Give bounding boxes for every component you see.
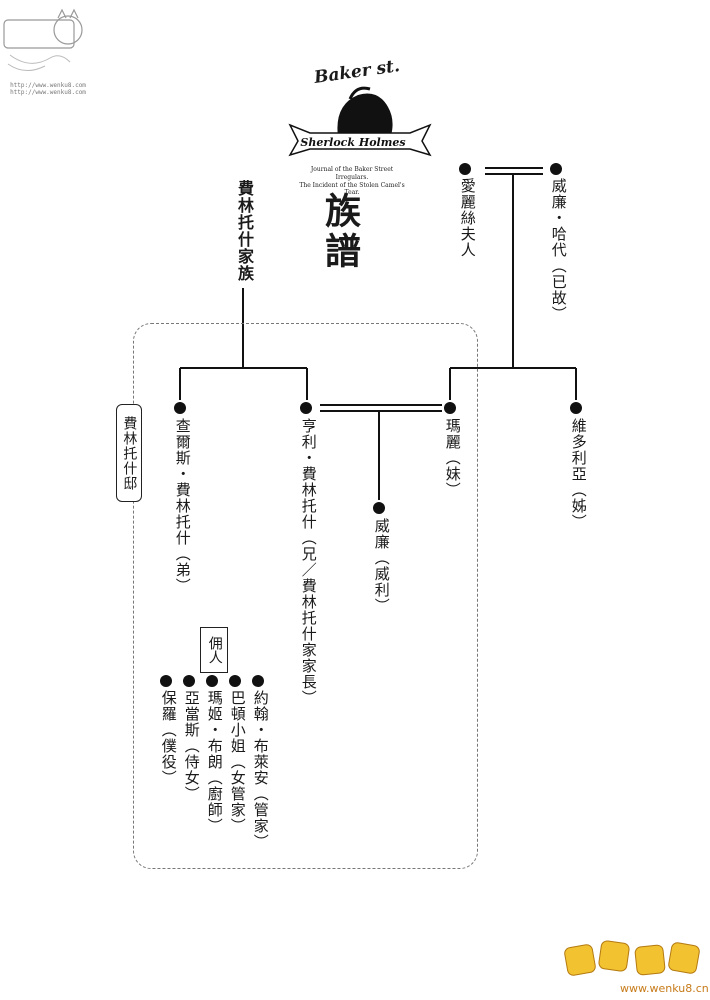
- servant-adams: 亞當斯（侍女）: [182, 690, 201, 802]
- person-dot-mary: [444, 402, 456, 414]
- servant-dot-john: [252, 675, 264, 687]
- person-william-harden: 威廉・哈代（已故）: [549, 178, 568, 322]
- servant-maggie: 瑪姬・布朗（廚師）: [205, 690, 224, 834]
- person-victoria: 維多利亞（姊）: [569, 418, 588, 530]
- person-dot-willie: [373, 502, 385, 514]
- person-mary: 瑪麗（妹）: [443, 418, 462, 498]
- watermark-url-1: http://www.wenku8.com: [10, 82, 86, 89]
- watermark-cat-icon: [3, 8, 83, 71]
- person-dot-henry: [300, 402, 312, 414]
- watermark-bottom-right: [564, 940, 700, 976]
- servant-dot-paul: [160, 675, 172, 687]
- deerstalker-hat-icon: [337, 93, 393, 144]
- household-label: 費林托什邸: [116, 404, 142, 502]
- servant-dot-barton: [229, 675, 241, 687]
- servant-john: 約翰・布萊安（管家）: [251, 690, 270, 850]
- person-dot-william-harden: [550, 163, 562, 175]
- person-alice: 愛麗絲夫人: [458, 178, 477, 258]
- person-willie: 威廉（威利）: [372, 518, 391, 614]
- person-dot-victoria: [570, 402, 582, 414]
- ribbon-banner-icon: [288, 123, 432, 157]
- logo-banner-text: Sherlock Holmes: [300, 136, 406, 149]
- watermark-url-2: http://www.wenku8.com: [10, 89, 86, 97]
- baker-street-logo: [288, 86, 432, 157]
- servant-dot-adams: [183, 675, 195, 687]
- person-henry: 亨利・費林托什（兄／費林托什家家長）: [299, 418, 318, 706]
- logo-subtitle: Journal of the Baker Street Irregulars. …: [299, 166, 405, 197]
- person-dot-alice: [459, 163, 471, 175]
- servant-paul: 保羅（僕役）: [159, 690, 178, 786]
- watermark-site-url: www.wenku8.cn: [620, 982, 709, 995]
- person-charles: 查爾斯・費林托什（弟）: [173, 418, 192, 594]
- household-boundary: [133, 323, 478, 869]
- servant-dot-maggie: [206, 675, 218, 687]
- servant-barton: 巴頓小姐（女管家）: [228, 690, 247, 834]
- watermark-top-left: http://www.wenku8.com http://www.wenku8.…: [0, 0, 92, 100]
- page-title: 族譜: [319, 192, 361, 272]
- family-name-label: 費林托什家族: [235, 180, 254, 282]
- person-dot-charles: [174, 402, 186, 414]
- servants-label: 佣人: [200, 627, 228, 673]
